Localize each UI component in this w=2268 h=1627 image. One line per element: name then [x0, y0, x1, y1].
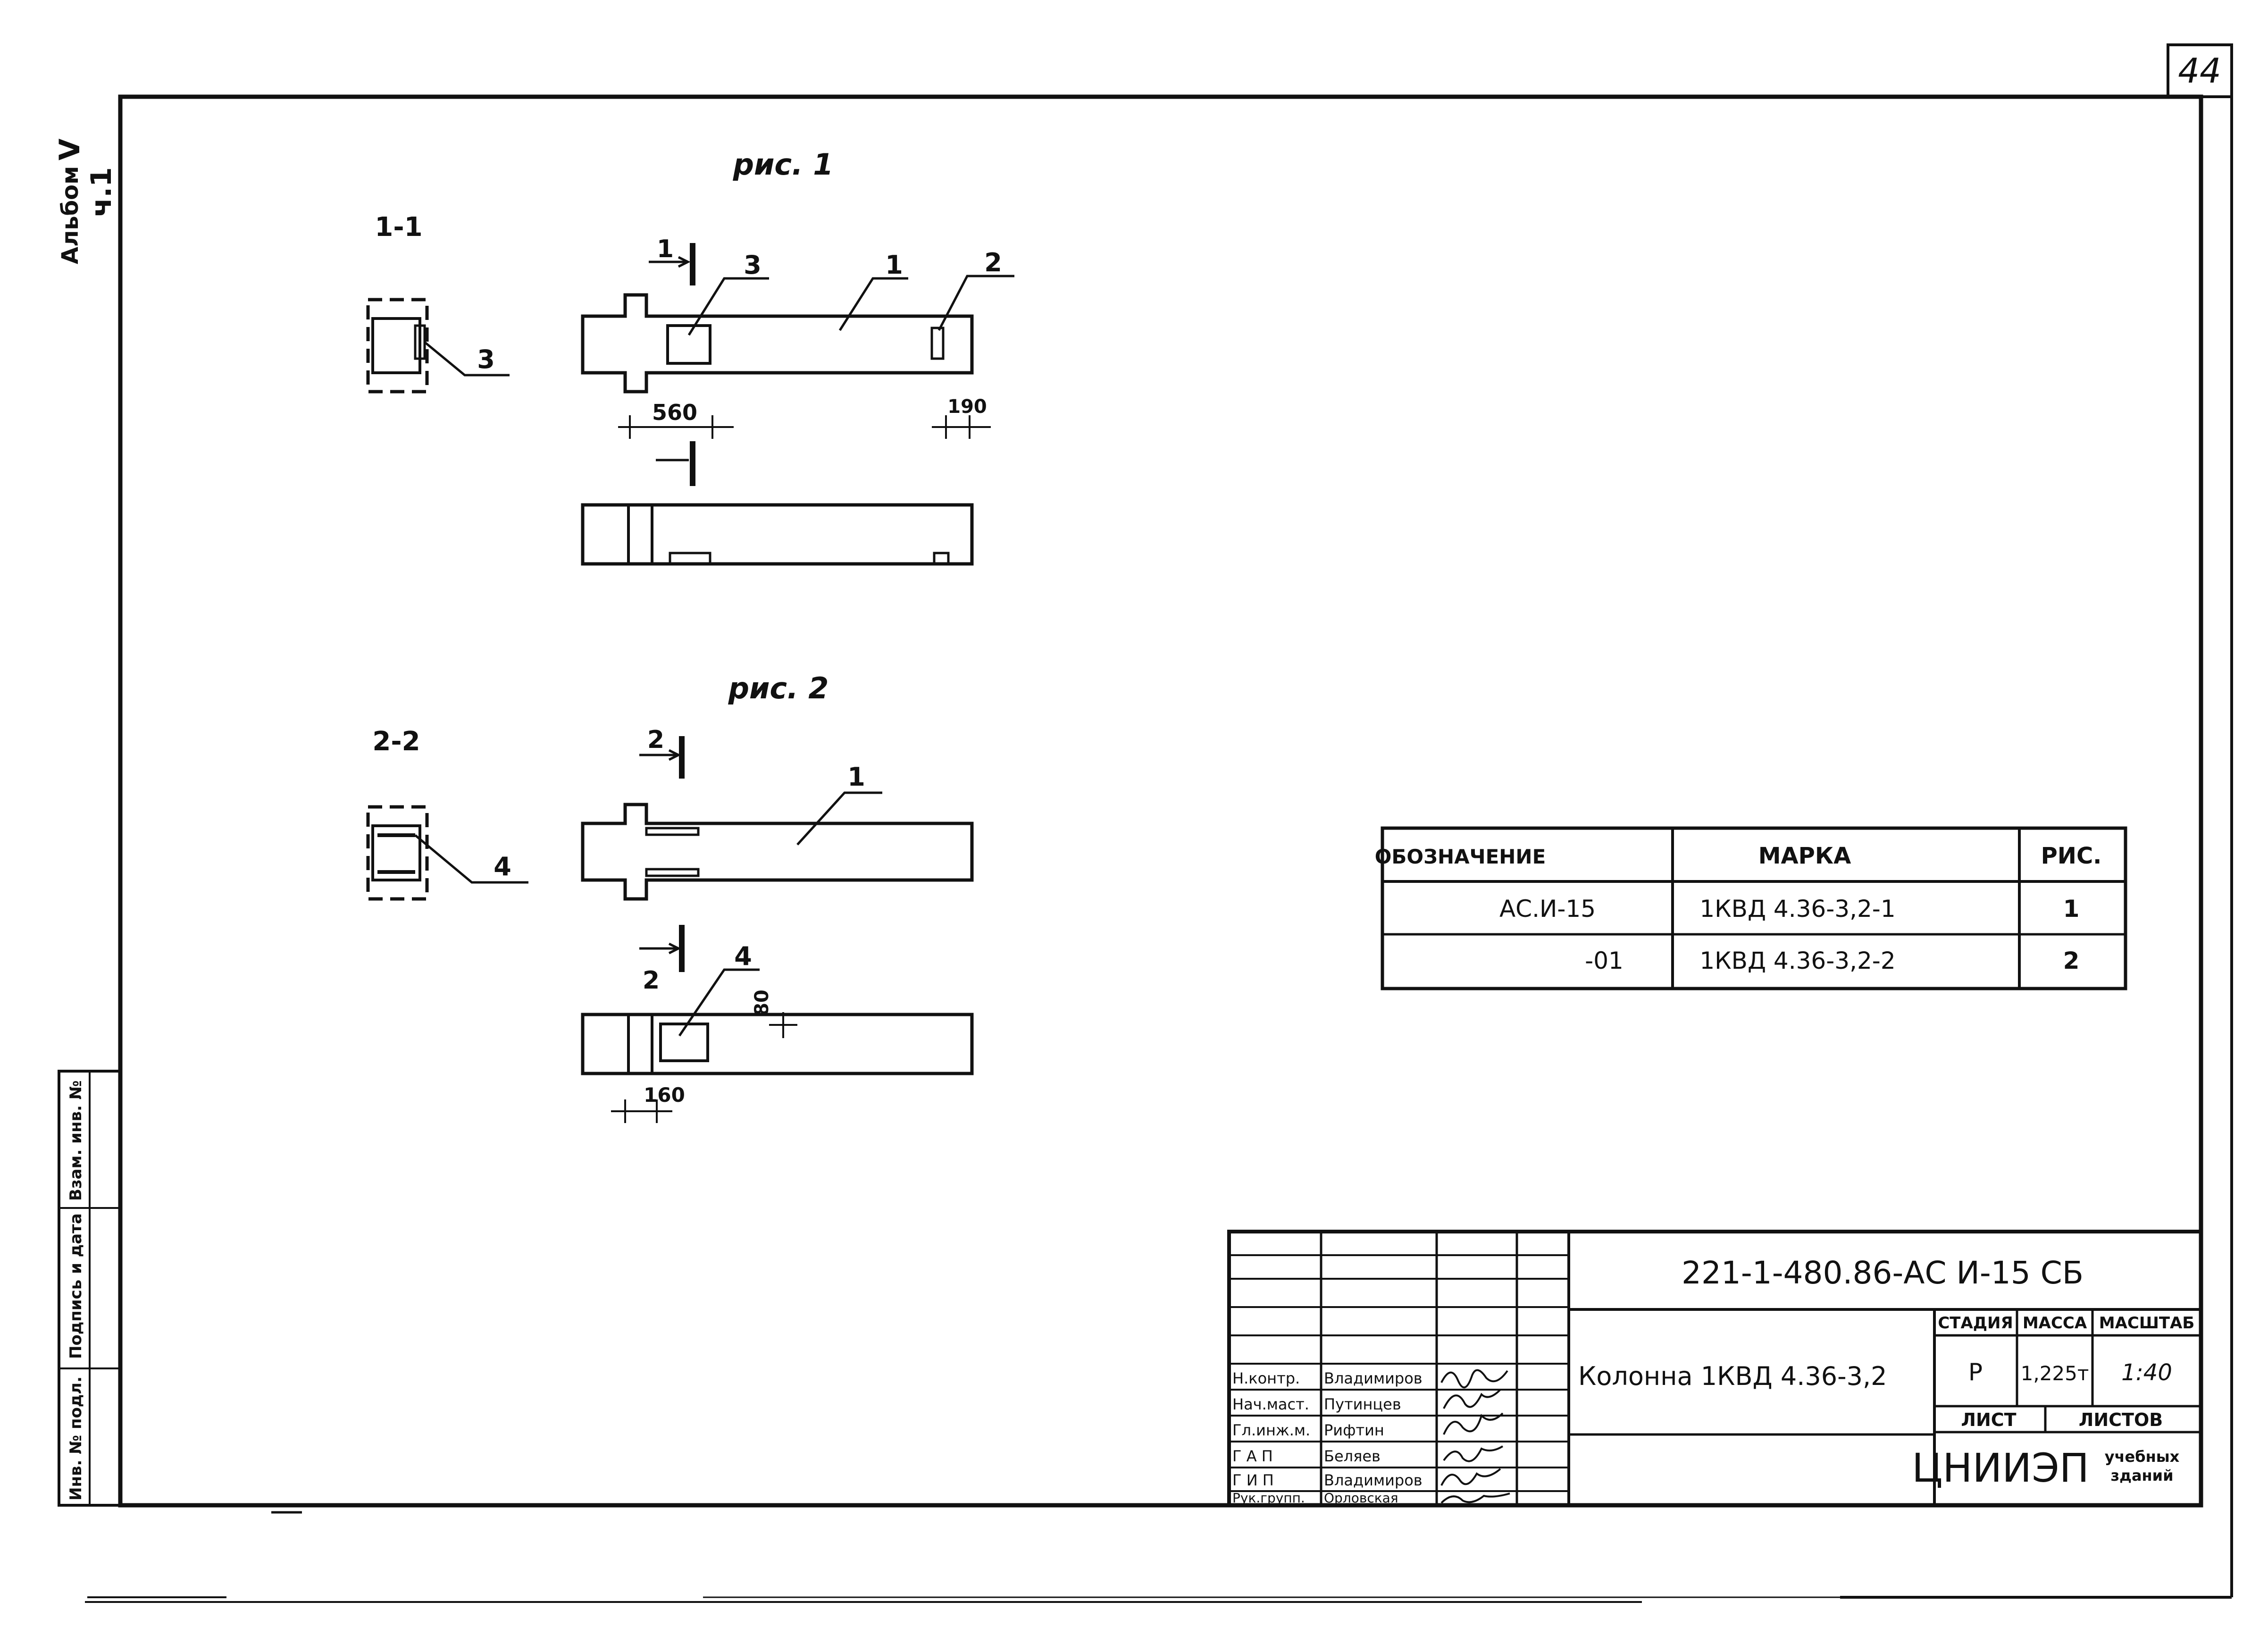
handwritten-signatures [1440, 1369, 1510, 1504]
figure-2-callout-4: 4 [734, 941, 752, 971]
side-album-label: Альбом [57, 166, 84, 264]
section-1-1-drawing [366, 298, 510, 394]
figure-1-cut-label: 1 [657, 235, 674, 263]
figure-1-section-label: 1-1 [375, 212, 422, 243]
mark-table-row1-mark: 1КВД 4.36-3,2-1 [1699, 895, 1895, 923]
value-stage: Р [1968, 1359, 1983, 1386]
document-code: 221-1-480.86-АС И-15 СБ [1682, 1255, 2084, 1291]
figure-2-dim-80: 80 [751, 990, 773, 1016]
sig-name-2: Путинцев [1324, 1395, 1401, 1413]
mark-table: ОБОЗНАЧЕНИЕ МАРКА РИС. АС.И-15 1КВД 4.36… [1375, 826, 2127, 990]
side-columns: Инв. № подл. Подпись и дата Взам. инв. № [58, 1070, 122, 1507]
mark-table-header-designation: ОБОЗНАЧЕНИЕ [1375, 845, 1546, 868]
column-2-plan [581, 968, 974, 1123]
figure-2-cut-label-bottom: 2 [643, 966, 660, 995]
organization-sub-2: зданий [2111, 1467, 2174, 1484]
side-album-part: ч.1 [85, 167, 118, 217]
figure-2-title: рис. 2 [728, 671, 829, 705]
sig-name-6: Орловская [1324, 1490, 1398, 1506]
column-1-plan [581, 503, 974, 566]
sheet-number: 44 [2178, 51, 2221, 91]
section-2-2-drawing [366, 805, 528, 901]
side-column-replace: Взам. инв. № [67, 1080, 85, 1201]
sig-role-5: Г И П [1232, 1471, 1274, 1489]
side-column-signature: Подпись и дата [67, 1213, 85, 1359]
column-2-elevation [581, 736, 974, 972]
figure-1-callout-1: 1 [885, 250, 903, 280]
figure-1-title: рис. 1 [733, 147, 834, 182]
mark-table-row1-designation: АС.И-15 [1499, 895, 1596, 923]
figure-2-callout-1: 1 [847, 762, 865, 792]
figure-1-callout-2: 2 [984, 248, 1002, 277]
figure-1-dim-560: 560 [652, 400, 697, 425]
sig-role-4: Г А П [1232, 1447, 1273, 1465]
side-album-number: V [53, 138, 86, 160]
sig-role-2: Нач.маст. [1232, 1395, 1309, 1413]
header-sheet: ЛИСТ [1961, 1409, 2016, 1430]
sig-role-1: Н.контр. [1232, 1369, 1300, 1387]
scan-artifact-lines [87, 1511, 2218, 1598]
sig-name-3: Рифтин [1324, 1421, 1384, 1439]
column-1-elevation [581, 243, 1014, 486]
figure-1-dim-190: 190 [947, 396, 987, 418]
sig-role-6: Рук.групп. [1232, 1490, 1305, 1506]
mark-table-header-mark: МАРКА [1758, 843, 1851, 869]
organization-name: ЦНИИЭП [1912, 1445, 2089, 1491]
figure-1: рис. 1 1-1 3 [366, 147, 1014, 566]
drawing-title: Колонна 1КВД 4.36-3,2 [1578, 1361, 1887, 1391]
sig-name-5: Владимиров [1324, 1471, 1423, 1489]
sig-name-1: Владимиров [1324, 1369, 1423, 1387]
header-mass: МАССА [2023, 1314, 2087, 1333]
figure-2-cut-label-top: 2 [647, 726, 664, 754]
sig-role-3: Гл.инж.м. [1232, 1421, 1310, 1439]
mark-table-row2-fig: 2 [2063, 947, 2080, 974]
side-column-inv: Инв. № подл. [67, 1376, 85, 1501]
header-sheets: ЛИСТОВ [2079, 1409, 2163, 1430]
header-stage: СТАДИЯ [1938, 1314, 2013, 1333]
value-mass: 1,225т [2021, 1362, 2089, 1385]
mark-table-row2-mark: 1КВД 4.36-3,2-2 [1699, 947, 1895, 974]
organization-sub-1: учебных [2105, 1448, 2180, 1466]
figure-2-dim-160: 160 [644, 1083, 685, 1107]
figure-2: рис. 2 2-2 4 2 2 1 [366, 671, 974, 1123]
side-album-stamp: Альбом V ч.1 [53, 138, 118, 264]
figure-1-callout-3: 3 [744, 250, 762, 280]
section-2-2-callout: 4 [494, 852, 511, 881]
value-scale: 1:40 [2121, 1359, 2172, 1386]
mark-table-header-fig: РИС. [2041, 843, 2102, 869]
title-block: 221-1-480.86-АС И-15 СБ Колонна 1КВД 4.3… [1227, 1230, 2203, 1507]
section-1-1-callout: 3 [477, 344, 495, 374]
sig-name-4: Беляев [1324, 1447, 1381, 1465]
mark-table-row2-designation: -01 [1585, 947, 1624, 974]
header-scale: МАСШТАБ [2099, 1314, 2195, 1333]
mark-table-row1-fig: 1 [2063, 895, 2080, 923]
figure-2-section-label: 2-2 [372, 726, 420, 757]
sheet-frame [85, 43, 2233, 1603]
